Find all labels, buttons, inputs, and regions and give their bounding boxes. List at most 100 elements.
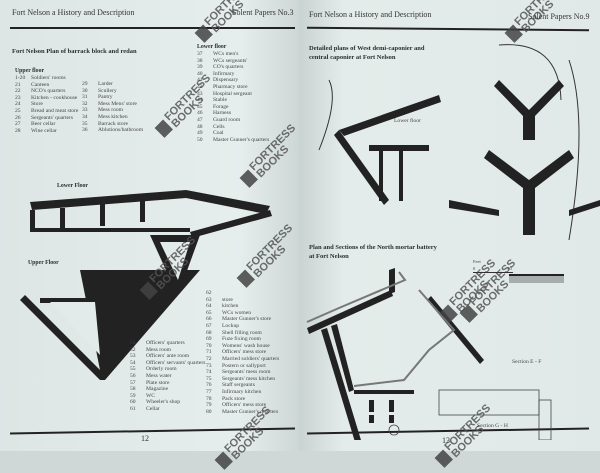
item-label: Pharmacy store <box>213 83 248 90</box>
item-label: WC <box>146 392 156 399</box>
item-label: Mess Mens' store <box>98 100 137 107</box>
item-label: Master Gunner's store <box>222 316 272 323</box>
item-number: 79 <box>206 402 212 409</box>
item-label: CO's quarters <box>213 64 244 71</box>
item-number: 30 <box>82 87 88 94</box>
item-label: Wine cellar <box>31 127 57 134</box>
item-label: Master Gunner's quarters <box>213 136 270 143</box>
item-number: 51 <box>130 340 136 346</box>
item-label: Beer cellar <box>31 121 56 128</box>
item-label: Fuze fixing room <box>222 336 261 343</box>
item-label: Officers' ante room <box>146 353 190 360</box>
header-rule <box>306 26 590 32</box>
item-label: Kitchen - cookhouse <box>31 94 78 101</box>
item-label: Canteen <box>31 81 50 88</box>
caponier-title: Detailed plans of West demi-caponier and… <box>309 44 425 62</box>
item-number: 78 <box>206 395 212 402</box>
item-label: Officers' servants' quarters <box>146 359 206 366</box>
item-number: 31 <box>82 94 88 101</box>
caponier-plans-drawing <box>318 44 600 240</box>
item-number: 65 <box>206 309 212 316</box>
item-number: 45 <box>197 103 203 110</box>
right-page: Fort Nelson a History and Description So… <box>299 0 600 451</box>
item-number: 44 <box>197 97 203 104</box>
item-number: 1-20 <box>15 75 26 81</box>
item-number: 22 <box>15 88 21 95</box>
item-label: Ablutions/bathroom <box>98 127 144 134</box>
section-gh-label: Section G - H <box>477 423 508 429</box>
page-number: 12 <box>141 434 149 443</box>
item-label: store <box>222 296 233 303</box>
item-label: Sergeants' mess kitchen <box>222 375 276 382</box>
item-label: Wheeler's shop <box>146 399 181 406</box>
item-label: Larder <box>98 81 113 87</box>
header-series: Solent Papers No.9 <box>528 12 590 21</box>
list-item: 44 Stable <box>197 97 269 104</box>
item-number: 34 <box>82 113 88 120</box>
item-number: 24 <box>15 101 21 108</box>
list-item: 35 Barrack store <box>82 121 143 128</box>
item-label: Soldiers' rooms <box>31 75 66 81</box>
item-number: 35 <box>82 120 88 127</box>
barrack-plan-drawing <box>20 190 272 380</box>
item-label: Coal <box>213 130 224 137</box>
item-label: Sergeants' quarters <box>31 114 74 121</box>
item-label: Mess water <box>146 372 172 379</box>
list-item: 71 Officers' mess store <box>206 349 279 356</box>
item-number: 74 <box>206 369 212 376</box>
item-number: 69 <box>206 336 212 343</box>
item-label: Stable <box>213 97 227 104</box>
item-label: Sergeants' mess room <box>222 369 271 376</box>
item-label: Barrack store <box>98 120 128 127</box>
item-number: 59 <box>130 392 136 399</box>
item-label: Postern or sallyport <box>222 362 266 369</box>
item-number: 50 <box>197 136 203 143</box>
item-label: Mess kitchen <box>98 113 128 120</box>
item-label: Hospital sergeant <box>213 90 252 97</box>
page-number: 13 <box>442 436 450 445</box>
item-label: Plate store <box>146 379 170 386</box>
item-number: 27 <box>15 121 21 128</box>
list-item: 63 store <box>206 297 279 304</box>
item-number: 55 <box>130 366 136 373</box>
item-number: 25 <box>15 107 21 114</box>
item-label: Harness <box>213 110 232 117</box>
item-number: 77 <box>206 388 212 395</box>
item-number: 28 <box>15 127 21 134</box>
item-label: Officers' mess store <box>222 349 267 356</box>
item-number: 70 <box>206 342 212 349</box>
item-number: 63 <box>206 296 212 303</box>
item-number: 71 <box>206 349 212 356</box>
item-number: 29 <box>82 81 88 87</box>
list-item: 50 Master Gunner's quarters <box>197 137 269 144</box>
list-item: 74 Sergeants' mess room <box>206 369 279 376</box>
item-number: 38 <box>197 57 203 64</box>
item-number: 48 <box>197 123 203 130</box>
list-item: 1-20 Soldiers' rooms <box>15 75 78 82</box>
